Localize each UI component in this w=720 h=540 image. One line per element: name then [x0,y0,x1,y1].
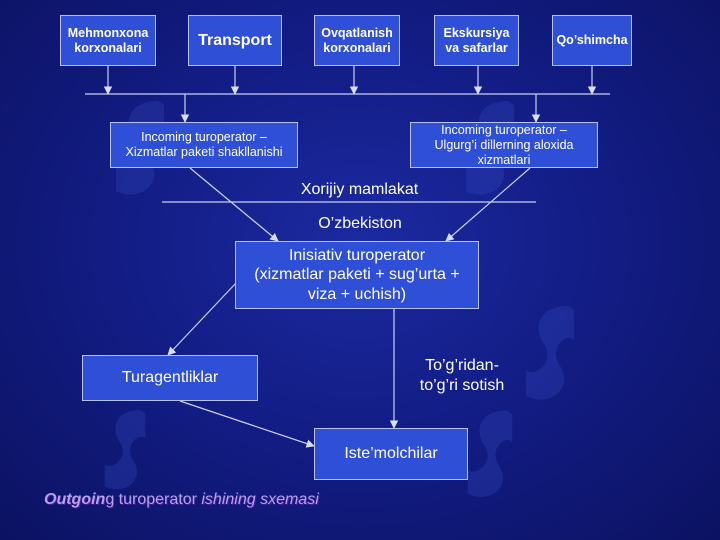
arrow-right-to-initiative [445,167,531,242]
box-incoming-left: Incoming turoperator – Xizmatlar paketi … [110,122,298,168]
arrow-initiative-to-agents [167,282,237,356]
label-foreign-country: Xorijiy mamlakat [300,181,419,198]
box-hotels: Mehmonxona korxonalari [60,15,156,66]
caption-part-normal: g turoperator [105,491,202,508]
box-incoming-right: Incoming turoperator – Ulgurg’i dillerni… [410,122,598,168]
caption-part-italic: ishining sxemasi [201,491,319,508]
diagram-caption: Outgoing turoperator ishining sxemasi [44,491,319,509]
box-excursions: Ekskursiya va safarlar [434,15,519,66]
box-transport: Transport [188,15,282,66]
label-direct-sales: To’g’ridan- to’g’ri sotish [419,357,505,394]
box-travel-agents: Turagentliklar [82,355,258,401]
box-catering: Ovqatlanish korxonalari [314,15,400,66]
box-additional: Qo’shimcha [552,15,632,66]
arrow-agents-to-consumers [179,400,315,448]
arrow-left-to-initiative [189,167,279,242]
box-initiative-turoperator: Inisiativ turoperator (xizmatlar paketi … [235,241,479,309]
label-uzbekistan: O’zbekiston [318,215,402,232]
caption-part-bold: Outgoin [44,491,106,508]
box-consumers: Iste’molchilar [314,428,468,480]
